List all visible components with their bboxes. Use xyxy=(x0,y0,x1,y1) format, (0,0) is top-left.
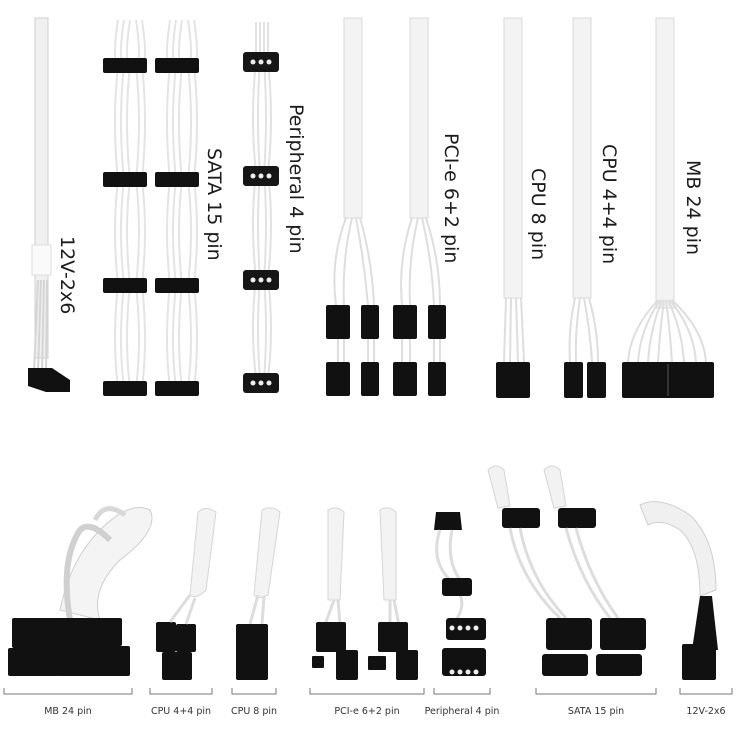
cable-sata-top xyxy=(103,19,199,396)
label-top-sata: SATA 15 pin xyxy=(203,148,225,261)
label-bottom-sata: SATA 15 pin xyxy=(567,706,625,717)
cable-cpu44-bottom xyxy=(156,508,217,680)
label-brackets xyxy=(3,688,733,695)
label-top-mb24: MB 24 pin xyxy=(682,160,704,256)
label-bottom-cpu44: CPU 4+4 pin xyxy=(150,706,212,717)
label-top-12v: 12V-2x6 xyxy=(56,236,78,315)
cable-pcie-bottom xyxy=(312,507,418,680)
label-bottom-peripheral: Peripheral 4 pin xyxy=(424,706,500,717)
label-bottom-cpu8: CPU 8 pin xyxy=(230,706,278,717)
cable-sata-bottom xyxy=(487,465,646,676)
cable-12v-2x6-bottom xyxy=(639,501,718,680)
label-top-cpu8: CPU 8 pin xyxy=(527,168,549,261)
label-top-pcie: PCI-e 6+2 pin xyxy=(440,133,462,264)
label-bottom-pcie: PCI-e 6+2 pin xyxy=(334,706,400,717)
cable-pcie-top xyxy=(326,17,446,396)
cable-mb24-bottom xyxy=(8,506,153,676)
label-bottom-mb24: MB 24 pin xyxy=(44,706,92,717)
cable-peripheral-top xyxy=(243,22,279,393)
cable-mb24-top xyxy=(622,17,714,398)
cable-cpu8-top xyxy=(496,17,530,398)
cable-peripheral-bottom xyxy=(434,512,486,676)
cable-cpu44-top xyxy=(564,17,606,398)
label-top-cpu44: CPU 4+4 pin xyxy=(598,144,620,265)
cable-12v-2x6-top xyxy=(28,17,70,392)
label-top-peripheral: Peripheral 4 pin xyxy=(285,104,307,254)
label-bottom-12v: 12V-2x6 xyxy=(686,706,726,717)
cable-cpu8-bottom xyxy=(236,507,281,680)
